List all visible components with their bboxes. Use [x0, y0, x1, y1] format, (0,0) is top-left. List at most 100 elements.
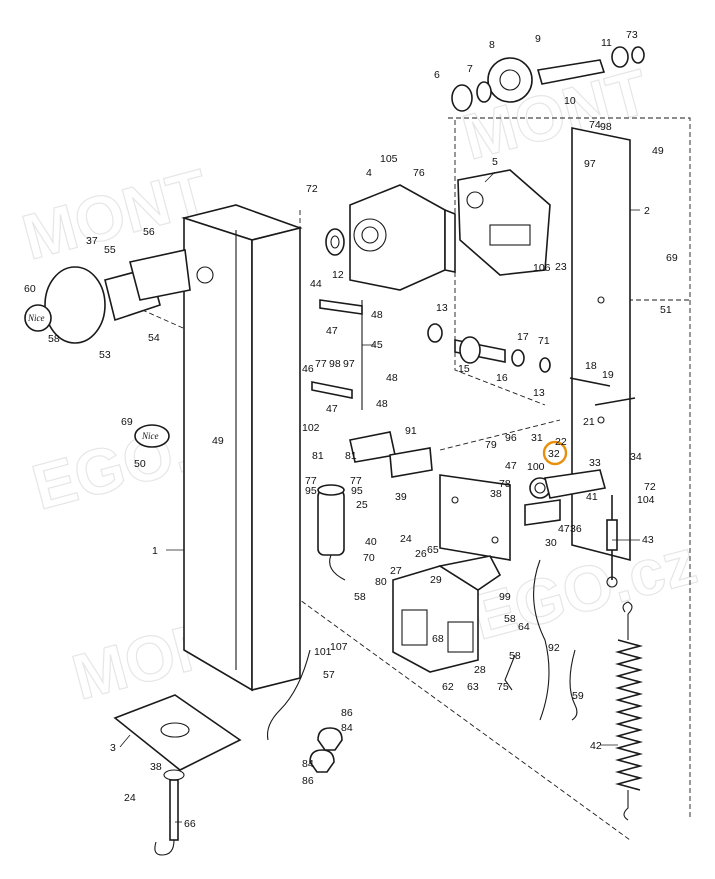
part-12-bearing	[325, 228, 345, 256]
callout: 69	[666, 252, 678, 264]
callout: 58	[48, 333, 60, 345]
callout: 48	[371, 309, 383, 321]
callout: 49	[212, 435, 224, 447]
callout: 16	[496, 372, 508, 384]
callout: 97	[584, 158, 596, 170]
callout: 77	[305, 475, 317, 487]
callout: 102	[302, 422, 320, 434]
callout: 95	[305, 485, 317, 497]
callout: 68	[432, 633, 444, 645]
part-43-tie-rod	[606, 495, 618, 588]
callout: 84	[341, 722, 353, 734]
callout: 64	[518, 621, 530, 633]
callout: 106	[533, 262, 551, 274]
highlight-callout-32	[542, 440, 568, 466]
callout: 92	[548, 642, 560, 654]
callout: 86	[341, 707, 353, 719]
callout: 2	[644, 205, 650, 217]
callout: 31	[531, 432, 543, 444]
callout: 66	[184, 818, 196, 830]
callout: 65	[427, 544, 439, 556]
callout: 18	[585, 360, 597, 372]
callout: 22	[555, 436, 567, 448]
callout: 5	[492, 156, 498, 168]
part-66-anchor-bolt	[154, 769, 185, 856]
callout: 43	[642, 534, 654, 546]
callout: 54	[148, 332, 160, 344]
callout: 45	[371, 339, 383, 351]
callout: 21	[583, 416, 595, 428]
callout: 86	[302, 775, 314, 787]
callout: 96	[505, 432, 517, 444]
callout: 58	[354, 591, 366, 603]
callout: 34	[630, 451, 642, 463]
part-42-spring	[614, 601, 644, 821]
callout: 97	[343, 358, 355, 370]
callout: 26	[415, 548, 427, 560]
callout: 95	[351, 485, 363, 497]
part-91-terminal-block	[349, 431, 433, 478]
callout: 77	[350, 475, 362, 487]
part-1-column	[181, 204, 303, 692]
callout: 47	[505, 460, 517, 472]
callout: 7	[467, 63, 473, 75]
callout: 101	[314, 646, 332, 658]
callout: 60	[24, 283, 36, 295]
callout: 100	[527, 461, 545, 473]
callout: 6	[434, 69, 440, 81]
callout: 74	[589, 119, 601, 131]
callout: 69	[121, 416, 133, 428]
callout: 33	[589, 457, 601, 469]
callout: 53	[99, 349, 111, 361]
callout: 10	[564, 95, 576, 107]
callout: 84	[302, 758, 314, 770]
callout: 47	[326, 325, 338, 337]
callout: 29	[430, 574, 442, 586]
callout: 40	[365, 536, 377, 548]
callout: 28	[474, 664, 486, 676]
part-3-base-plate	[113, 694, 242, 771]
part-84-cable-clip	[309, 727, 343, 773]
callout: 72	[644, 481, 656, 493]
callout: 47	[558, 523, 570, 535]
callout: 81	[312, 450, 324, 462]
callout: 12	[332, 269, 344, 281]
callout: 99	[499, 591, 511, 603]
callout: 91	[405, 425, 417, 437]
callout: 23	[555, 261, 567, 273]
callout: 107	[330, 641, 348, 653]
callout: 48	[386, 372, 398, 384]
callout: 57	[323, 669, 335, 681]
callout: 24	[124, 792, 136, 804]
part-50-logo: Nice	[134, 424, 170, 448]
part-15-worm-shaft	[427, 323, 636, 406]
callout: 32	[548, 448, 560, 460]
callout: 39	[395, 491, 407, 503]
callout: 25	[356, 499, 368, 511]
callout: 72	[306, 183, 318, 195]
callout: 59	[572, 690, 584, 702]
part-4-head-housing	[349, 184, 456, 291]
logo-text: Nice	[27, 313, 45, 323]
callout: 70	[363, 552, 375, 564]
part-2-plate	[571, 127, 631, 562]
callout-labels: 1 2 3 4 5 6 7 8 9 10 11 12 13 13 15 16 1…	[24, 29, 678, 830]
callout: 27	[390, 565, 402, 577]
callout: 58	[509, 650, 521, 662]
callout: 51	[660, 304, 672, 316]
logo-text: Nice	[141, 431, 159, 441]
part-27-control-box	[392, 555, 502, 673]
part-limit-switch-assembly	[524, 469, 607, 526]
callout: 49	[652, 145, 664, 157]
callout: 13	[533, 387, 545, 399]
callout: 63	[467, 681, 479, 693]
callout: 41	[586, 491, 598, 503]
callout: 71	[538, 335, 550, 347]
callout: 98	[329, 358, 341, 370]
leader-lines	[119, 171, 640, 823]
callout: 19	[602, 369, 614, 381]
callout: 58	[504, 613, 516, 625]
callout: 47	[326, 403, 338, 415]
callout: 42	[590, 740, 602, 752]
